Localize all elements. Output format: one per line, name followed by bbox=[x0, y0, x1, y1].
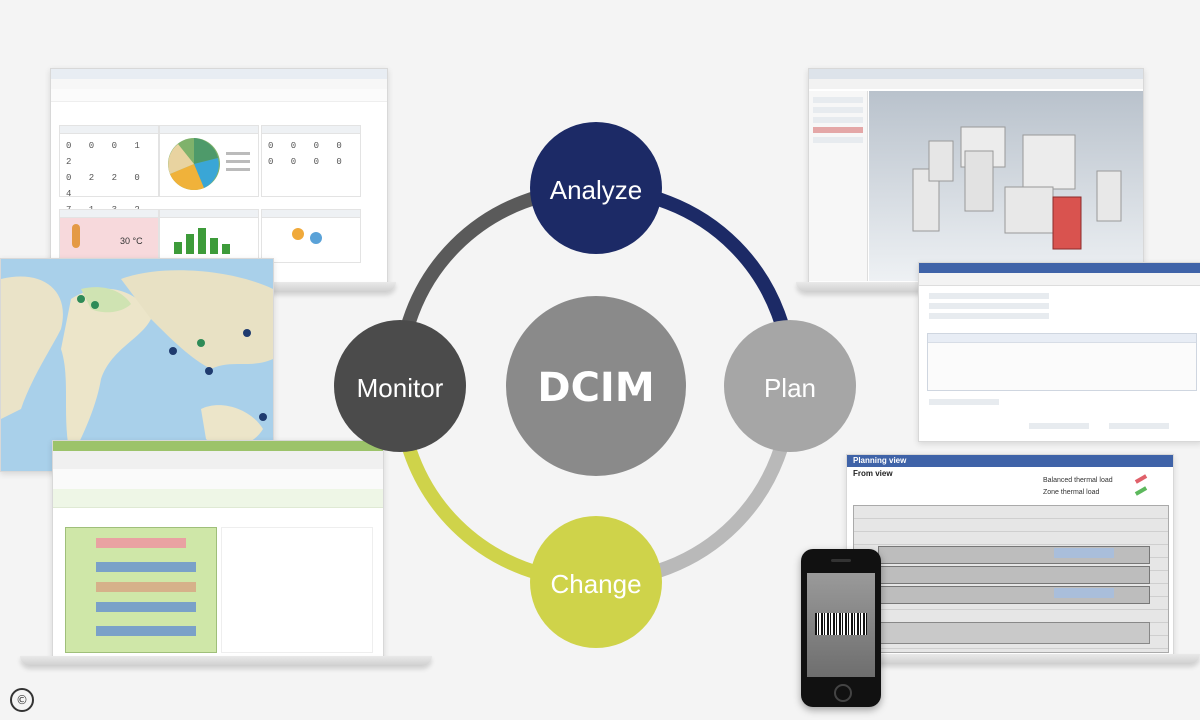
plan-node bbox=[724, 320, 856, 452]
dashboard-screenshot: 0 0 0 1 20 2 2 0 47 1 3 2 3 0 0 0 00 0 0… bbox=[50, 68, 388, 284]
copyright-icon: © bbox=[10, 688, 34, 712]
analyze-label: Analyze bbox=[550, 175, 643, 205]
monitor-node bbox=[334, 320, 466, 452]
speaker-grille bbox=[831, 559, 851, 562]
world-map-screenshot bbox=[0, 258, 274, 472]
thermometer-icon bbox=[72, 224, 80, 248]
rack-elevation bbox=[853, 505, 1169, 653]
bar-chart-tile bbox=[159, 209, 259, 263]
dcim-cycle-diagram: DCIM Analyze Plan Change Monitor bbox=[330, 110, 870, 650]
laptop-base bbox=[20, 656, 432, 666]
alarm-tile bbox=[261, 209, 361, 263]
plan-label: Plan bbox=[764, 373, 816, 403]
legend-zone: Zone thermal load bbox=[1043, 489, 1100, 496]
legend-balanced: Balanced thermal load bbox=[1043, 477, 1113, 484]
barcode-icon bbox=[815, 613, 867, 635]
dcim-center-node bbox=[506, 296, 686, 476]
laptop-base bbox=[840, 654, 1200, 664]
user-icon bbox=[310, 232, 322, 244]
world-map bbox=[1, 270, 273, 459]
panel-title: Planning view bbox=[853, 456, 907, 465]
analyze-node bbox=[530, 122, 662, 254]
temperature-value: 30 °C bbox=[120, 236, 143, 246]
dcim-center-label: DCIM bbox=[537, 365, 654, 411]
user-icon bbox=[292, 228, 304, 240]
form-screenshot bbox=[918, 262, 1200, 442]
from-view-label: From view bbox=[853, 469, 893, 478]
temperature-tile: 30 °C bbox=[59, 209, 159, 263]
pie-chart-tile bbox=[159, 125, 259, 197]
kpi-tile: 0 0 0 1 20 2 2 0 47 1 3 2 3 bbox=[59, 125, 159, 231]
pen-icon bbox=[1134, 474, 1148, 484]
pen-icon bbox=[1134, 486, 1148, 496]
smartphone bbox=[801, 549, 881, 707]
planning-view-screenshot: Planning view From view Balanced thermal… bbox=[846, 454, 1174, 656]
room-3d-screenshot bbox=[808, 68, 1144, 284]
change-label: Change bbox=[550, 569, 641, 599]
change-node bbox=[530, 516, 662, 648]
floor-plan-screenshot bbox=[52, 440, 384, 658]
monitor-label: Monitor bbox=[357, 373, 444, 403]
home-button-icon bbox=[834, 684, 852, 702]
phone-screen bbox=[807, 573, 875, 677]
